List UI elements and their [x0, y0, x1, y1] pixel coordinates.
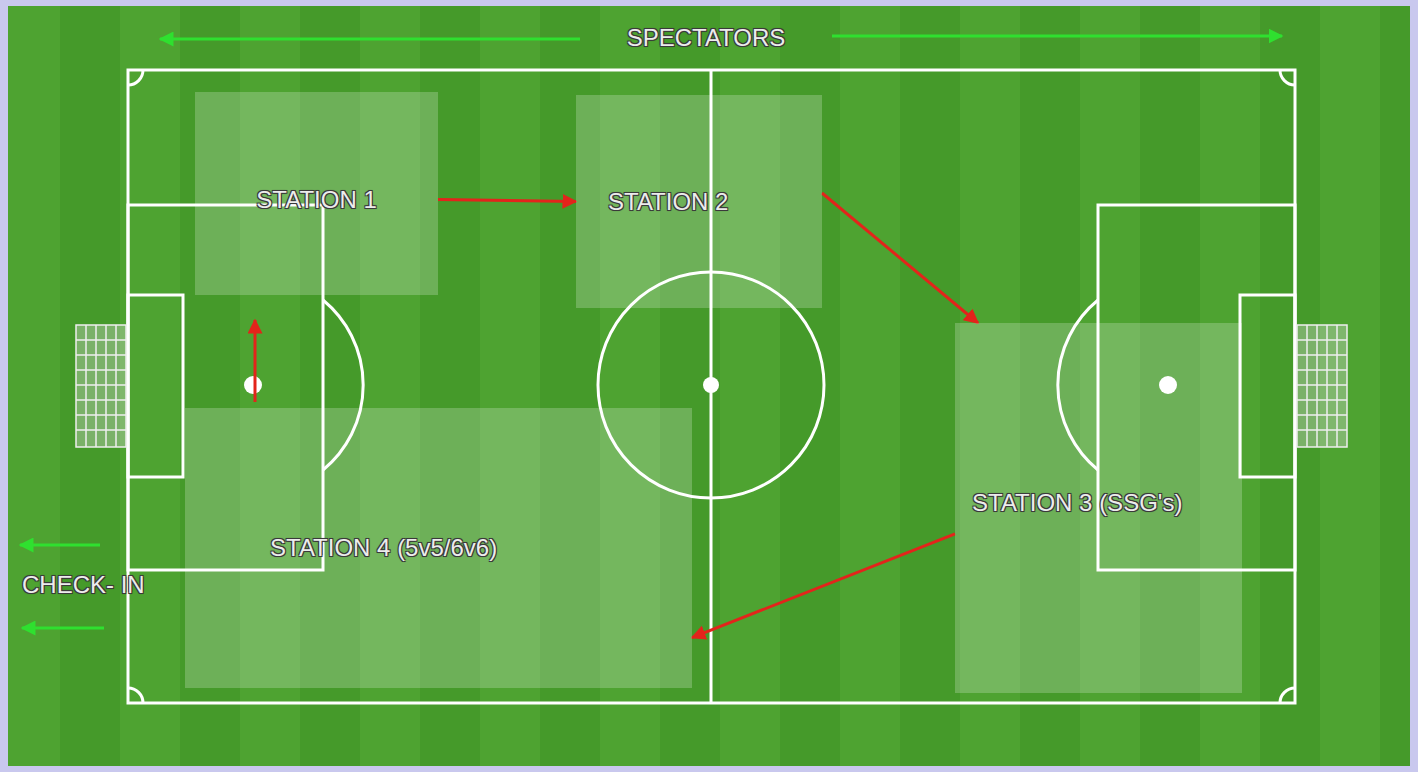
station-area: STATION 4 (5v5/6v6)	[185, 408, 692, 688]
station-label: STATION 4 (5v5/6v6)	[270, 535, 497, 561]
station-area: STATION 1	[195, 92, 438, 295]
area-label: CHECK- IN	[22, 572, 145, 598]
area-label: SPECTATORS	[627, 25, 786, 51]
flow-arrow	[438, 200, 576, 202]
station-label: STATION 2	[608, 189, 728, 215]
station-area: STATION 3 (SSG's)	[955, 323, 1242, 693]
grass	[8, 6, 1410, 766]
flow-arrow	[692, 534, 955, 638]
start-arrow	[254, 320, 257, 402]
pitch-lines	[128, 70, 1295, 703]
station-label: STATION 3 (SSG's)	[972, 490, 1182, 516]
station-label: STATION 1	[256, 187, 376, 213]
flow-arrow	[822, 193, 978, 323]
station-area: STATION 2	[576, 95, 822, 308]
